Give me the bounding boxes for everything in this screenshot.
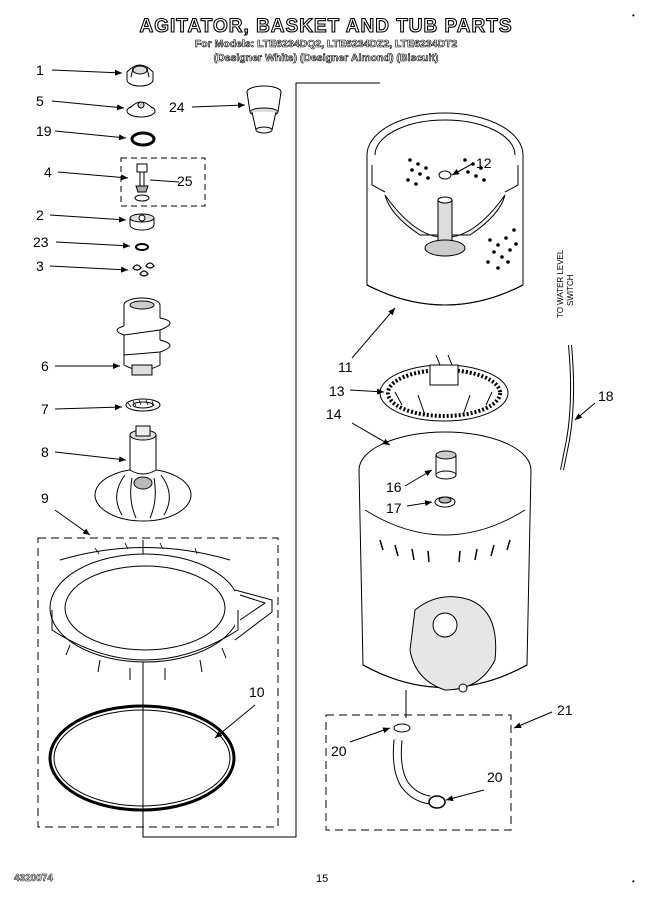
page-number: 15 [316,873,329,885]
part-13-clutch-disc [379,354,509,422]
page-title: AGITATOR, BASKET AND TUB PARTS [139,15,513,37]
part-8-agitator-base [94,425,192,522]
part-11-basket [366,112,524,306]
callout-23: 23 [33,234,49,250]
callout-17: 17 [386,500,402,516]
callout-6: 6 [41,358,49,374]
colors-line: (Designer White) (Designer Almond) (Bisc… [213,52,439,65]
kit-box-4-25 [120,157,206,207]
kit-box-9-10 [37,537,279,828]
corner-mark-bottom-right: • [632,877,635,886]
part-24-snubber [246,85,282,134]
part-4-bolt [135,163,149,193]
part-1-agitator-cap [126,64,154,87]
callout-18: 18 [598,388,614,404]
callout-25: 25 [177,173,193,189]
callout-4: 4 [44,164,52,180]
callout-8: 8 [41,444,49,460]
assembly-connector-line [142,82,380,838]
corner-mark-top-right: • [632,11,635,20]
doc-number: 4320074 [14,873,53,885]
part-19-seal-ring [130,131,156,147]
part-23-small-washer [135,243,149,251]
callout-16: 16 [386,479,402,495]
callout-5: 5 [36,93,44,109]
callout-3: 3 [36,258,44,274]
kit-box-20-21 [325,714,512,831]
callout-20-upper: 20 [331,743,347,759]
part-9-tub-ring [49,542,273,680]
part-25-washer [134,194,150,202]
part-18-air-hose [560,344,575,471]
leader-lines [49,69,596,802]
callout-7: 7 [41,401,49,417]
callout-21: 21 [557,702,573,718]
callout-24: 24 [169,99,185,115]
callout-12: 12 [476,155,492,171]
callout-11: 11 [338,359,353,375]
models-line: For Models: LTE6234DQ2, LTE6234DZ2, LTE6… [194,38,458,51]
leader-25 [149,179,180,183]
callout-2: 2 [36,207,44,223]
callout-9: 9 [41,490,49,506]
callout-20-lower: 20 [487,769,503,785]
callout-1: 1 [36,62,44,78]
part-7-bearing-ring [125,398,161,412]
water-level-note: TO WATER LEVEL SWITCH [556,249,575,318]
part-3-agitator-dogs [132,262,155,277]
part-2-nut [129,213,155,231]
callout-10: 10 [249,684,265,700]
part-16-coupling [435,450,457,480]
water-level-note-line2: SWITCH [566,274,575,306]
part-17-tub-seal [434,496,456,508]
part-21-drain-hose [392,690,446,809]
callout-19: 19 [36,123,52,139]
water-level-note-line1: TO WATER LEVEL [556,249,565,318]
part-10-tub-ring-seal [48,704,236,812]
callout-13: 13 [329,383,345,399]
part-6-agitator-auger [116,297,171,376]
part-5-cap-retainer [126,101,156,118]
callout-14: 14 [326,406,342,422]
